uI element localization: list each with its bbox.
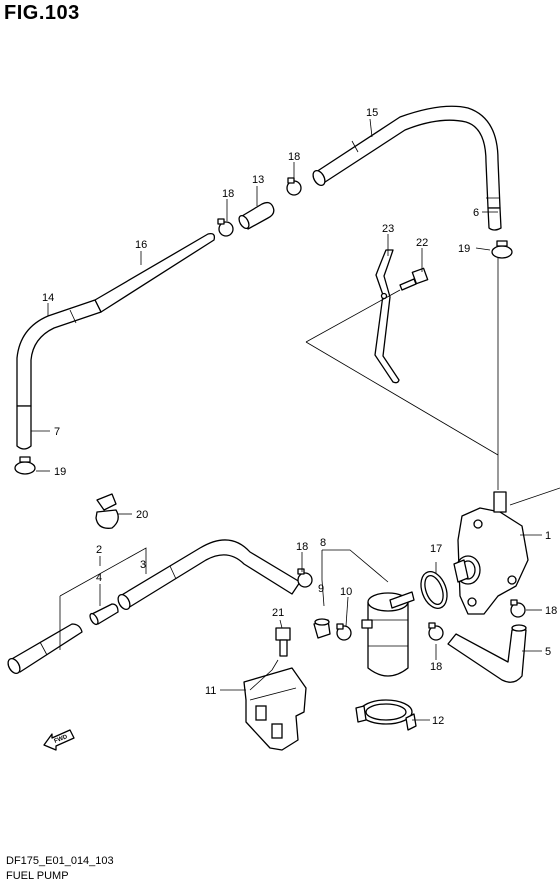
hose-16[interactable] [92,232,216,314]
callout-4: 4 [96,572,102,584]
clip-18-left[interactable] [217,218,234,237]
callout-9: 9 [318,583,324,595]
callout-18-filter: 18 [430,661,442,673]
callout-18-pump: 18 [545,605,557,617]
screw-21[interactable] [275,627,291,657]
fuel-pump-1[interactable] [453,491,529,615]
callout-3: 3 [140,559,146,571]
clip-18-filter[interactable] [428,622,444,641]
hose-7[interactable] [16,405,32,450]
clip-10[interactable] [336,623,352,641]
callout-17: 17 [430,543,442,555]
callout-1: 1 [545,530,551,542]
callout-23: 23 [382,223,394,235]
callout-18-top: 18 [288,151,300,163]
clip-19-left[interactable] [14,456,36,475]
figure-code: DF175_E01_014_103 [6,855,114,867]
callout-2: 2 [96,544,102,556]
clip-20[interactable] [95,493,119,529]
callout-16: 16 [135,239,147,251]
callout-21: 21 [272,607,284,619]
callout-22: 22 [416,237,428,249]
leader-lines [31,118,542,721]
bolt-22[interactable] [399,267,429,291]
callout-18-left: 18 [222,188,234,200]
holder-11[interactable] [243,667,307,751]
forward-direction-arrow: FWD [43,729,75,751]
clip-19-right[interactable] [491,240,513,259]
callout-19-right: 19 [458,243,470,255]
hose-5[interactable] [447,624,527,683]
callout-20: 20 [136,509,148,521]
fitting-13[interactable] [237,201,275,231]
hose-2[interactable] [6,623,83,675]
callout-7: 7 [54,426,60,438]
callout-8: 8 [320,537,326,549]
callout-12: 12 [432,715,444,727]
callout-13: 13 [252,174,264,186]
hose-9[interactable] [313,618,331,639]
callout-6: 6 [473,207,479,219]
clip-18-top[interactable] [286,177,302,196]
band-12[interactable] [355,699,417,731]
fwd-label: FWD [54,734,70,745]
clip-18-pump[interactable] [510,599,526,618]
callout-14: 14 [42,292,54,304]
callout-numbers: 15 18 13 18 16 14 7 19 6 19 23 22 20 2 4… [42,107,557,727]
hose-14[interactable] [16,299,102,407]
callout-15: 15 [366,107,378,119]
o-ring-17[interactable] [416,568,452,612]
callout-10: 10 [340,586,352,598]
hose-15[interactable] [311,105,501,209]
callout-5: 5 [545,646,551,658]
figure-title: FIG.103 [4,2,80,24]
hose-6[interactable] [487,207,502,231]
hose-3[interactable] [116,539,301,612]
callout-18-hose3: 18 [296,541,308,553]
bracket-23[interactable] [374,249,400,384]
clip-18-hose3[interactable] [297,568,313,588]
fuel-filter-8[interactable] [361,591,415,677]
callout-11: 11 [205,685,216,697]
fitting-4[interactable] [88,603,119,626]
figure-name: FUEL PUMP [6,870,69,882]
callout-19-left: 19 [54,466,66,478]
